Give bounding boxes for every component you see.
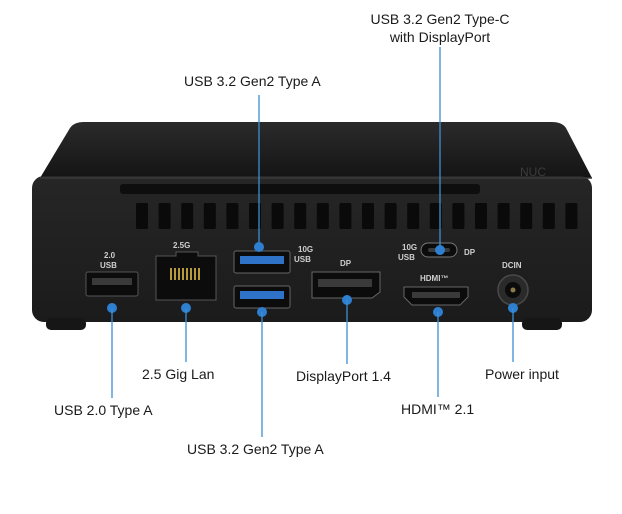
leader-lan	[181, 303, 191, 362]
vent-slot	[475, 203, 487, 229]
vent-slot	[497, 203, 510, 229]
leader-usb2	[107, 303, 117, 398]
vent-slot	[520, 203, 533, 229]
callout-displayport: DisplayPort 1.4	[296, 368, 391, 384]
vent-slot	[316, 203, 329, 229]
vent-slot	[226, 203, 239, 229]
foot-right	[522, 318, 562, 330]
vent-slot	[384, 203, 397, 229]
callout-usb2: USB 2.0 Type A	[54, 402, 153, 418]
lan-speed-label: 2.5G	[173, 241, 190, 250]
vent-slot	[203, 203, 216, 229]
callout-usb-c-line1: USB 3.2 Gen2 Type-C	[370, 11, 510, 27]
lan-pin	[194, 268, 196, 280]
lan-pin	[178, 268, 180, 280]
vent-slot	[452, 203, 465, 229]
lan-pin	[170, 268, 172, 280]
foot-left	[46, 318, 86, 330]
usb10g-label-bottom: USB	[294, 255, 311, 264]
vent-slot	[181, 203, 194, 229]
vent-grille	[136, 203, 578, 229]
vent-slot	[407, 203, 420, 229]
vent-slot	[542, 203, 555, 229]
lan-pin	[186, 268, 188, 280]
lan-pin	[174, 268, 176, 280]
vent-slot	[339, 203, 352, 229]
lan-pins	[170, 268, 200, 280]
usb2-label-bottom: USB	[100, 261, 117, 270]
vent-slot	[565, 203, 578, 229]
vent-slot	[271, 203, 284, 229]
vent-slot	[136, 203, 148, 229]
leader-hdmi	[433, 307, 443, 397]
lan-pin	[190, 268, 192, 280]
vent-slot	[158, 203, 171, 229]
callout-usb-c: USB 3.2 Gen2 Type-C with DisplayPort	[360, 10, 520, 46]
vent-slot	[294, 203, 307, 229]
callout-hdmi: HDMI™ 2.1	[401, 401, 475, 417]
vent-slot	[249, 203, 261, 229]
usbc-label-bottom: USB	[398, 253, 415, 262]
brand-logo: NUC	[520, 165, 546, 179]
chassis-top	[40, 122, 592, 178]
leader-usb-c	[435, 47, 445, 255]
usb10g-label-top: 10G	[298, 245, 313, 254]
dcin-label: DCIN	[502, 261, 522, 270]
callout-lan: 2.5 Gig Lan	[142, 366, 215, 382]
callout-power: Power input	[485, 366, 559, 382]
callout-usb-a-top: USB 3.2 Gen2 Type A	[184, 73, 321, 89]
hdmi-logo: HDMI™	[420, 274, 448, 283]
vent-slot	[429, 203, 442, 229]
leader-displayport	[342, 295, 352, 364]
usb2-label-top: 2.0	[104, 251, 116, 260]
leader-power	[508, 303, 518, 362]
dp-label: DP	[340, 259, 352, 268]
callout-usb-c-line2: with DisplayPort	[389, 29, 491, 45]
usbc-dp-label: DP	[464, 248, 476, 257]
leader-usb-a-bottom	[257, 307, 267, 437]
usbc-label-top: 10G	[402, 243, 417, 252]
leader-usb-a-top	[254, 95, 264, 252]
vent-slot	[362, 203, 374, 229]
callout-usb-a-bottom: USB 3.2 Gen2 Type A	[187, 441, 324, 457]
lan-pin	[198, 268, 200, 280]
lan-pin	[182, 268, 184, 280]
